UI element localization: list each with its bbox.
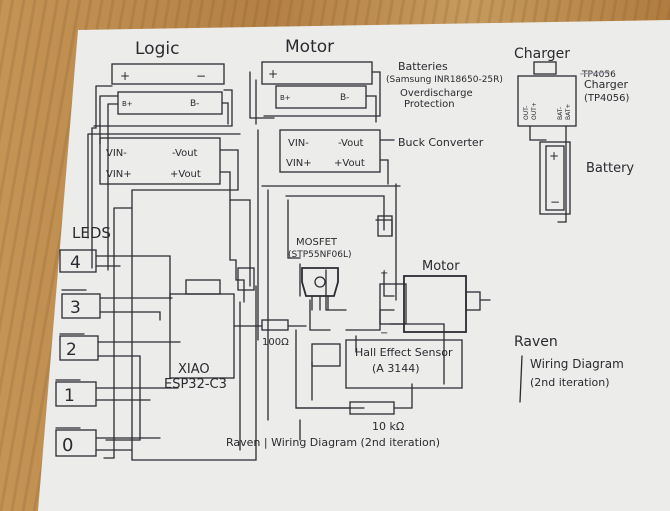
battery-label: Battery: [586, 161, 634, 176]
logic-battery-pack: + − B+ B-: [111, 63, 225, 115]
charger-module: OUT- OUT+ BAT- BAT+: [517, 61, 577, 127]
charger-out-minus: OUT-: [523, 106, 530, 120]
tp4056-strikethrough: TP4056: [581, 70, 616, 80]
motor-buck-converter: VIN- VIN+ -Vout +Vout: [279, 129, 381, 173]
logic-wiring: [87, 85, 251, 461]
raven-subtitle: Wiring Diagram: [530, 357, 624, 371]
logic-vin-minus: VIN-: [106, 148, 127, 159]
led-4-number: 4: [70, 253, 81, 273]
led-1: [55, 381, 97, 407]
mosfet-component: MOSFET (STP55NF06L): [288, 237, 352, 311]
leds-label: LEDS: [72, 224, 111, 242]
motor-minus: −: [380, 328, 388, 339]
xiao-board: XIAO ESP32-C3: [164, 279, 235, 392]
mosfet-label: MOSFET: [296, 237, 338, 248]
batteries-title: Batteries: [398, 60, 448, 73]
logic-batt-plus: +: [120, 69, 130, 83]
led-3-number: 3: [70, 298, 81, 318]
batteries-protection: Protection: [404, 99, 455, 110]
motor-batt-plus: +: [268, 67, 278, 81]
title-block: Raven Wiring Diagram (2nd iteration): [514, 334, 624, 403]
logic-label: Logic: [135, 39, 179, 59]
led-4: [59, 249, 97, 273]
xiao-label: XIAO: [178, 362, 210, 377]
capacitor-xiao: [237, 267, 255, 291]
raven-title: Raven: [514, 334, 558, 350]
capacitor-motor: [377, 215, 393, 237]
motor-vin-plus: VIN+: [286, 158, 312, 169]
motor-vin-minus: VIN-: [288, 138, 309, 149]
strike-line: [579, 71, 611, 75]
xiao-model-label: ESP32-C3: [164, 377, 227, 392]
logic-batt-bminus: B-: [190, 99, 199, 109]
led-0: [55, 429, 97, 457]
hall-effect-sensor: Hall Effect Sensor (A 3144): [311, 339, 463, 389]
battery-plus: +: [549, 149, 559, 163]
motor-wiring: [249, 71, 445, 421]
logic-batt-bplus: B+: [122, 100, 133, 108]
led-2: [59, 335, 99, 361]
motor-battery-pack: + B+ B-: [261, 61, 373, 109]
charger-bat-plus: BAT+: [565, 104, 572, 120]
batteries-overdischarge: Overdischarge: [400, 88, 473, 99]
charger-right-label: Charger: [584, 78, 628, 91]
motor-vout-plus: +Vout: [334, 158, 365, 169]
charger-label: Charger: [514, 46, 570, 62]
motor-batt-bplus: B+: [280, 94, 291, 102]
battery-minus: −: [550, 195, 560, 209]
charger-right-model: (TP4056): [584, 93, 629, 104]
led-1-number: 1: [64, 386, 75, 406]
raven-iteration: (2nd iteration): [530, 376, 610, 389]
motor-top-label: Motor: [285, 37, 334, 57]
resistor-10k-label: 10 kΩ: [372, 420, 404, 433]
charger-bat-minus: BAT-: [557, 107, 564, 120]
logic-batt-minus: −: [196, 69, 206, 83]
led-3: [61, 293, 101, 319]
batteries-note: Batteries (Samsung INR18650-25R) Overdis…: [386, 60, 503, 110]
motor-vout-minus: -Vout: [338, 138, 364, 149]
charger-out-plus: OUT+: [531, 102, 538, 120]
mosfet-model: (STP55NF06L): [288, 250, 352, 260]
motor-mid-label: Motor: [422, 259, 460, 274]
resistor-100-ohm: 100Ω: [233, 319, 307, 348]
single-battery-cell: + −: [529, 125, 571, 223]
led-wiring: [55, 255, 181, 451]
paper-sheet: [38, 20, 670, 511]
ground-wires: [103, 285, 301, 461]
batteries-model: (Samsung INR18650-25R): [386, 75, 503, 85]
motor-batt-bminus: B-: [340, 93, 349, 103]
logic-vout-minus: -Vout: [172, 148, 198, 159]
resistor-100-label: 100Ω: [262, 337, 289, 348]
hall-model: (A 3144): [372, 362, 420, 375]
faded-title-text: Raven | Wiring Diagram (2nd iteration): [226, 436, 440, 449]
buck-converter-label: Buck Converter: [398, 136, 484, 149]
led-array: 4 3 2 1 0: [55, 249, 101, 457]
logic-buck-converter: VIN- VIN+ -Vout +Vout: [99, 137, 221, 185]
logic-vin-plus: VIN+: [106, 169, 132, 180]
dc-motor: + −: [379, 268, 491, 339]
logic-vout-plus: +Vout: [170, 169, 201, 180]
led-2-number: 2: [66, 340, 77, 360]
motor-plus: +: [380, 268, 388, 279]
led-0-number: 0: [62, 435, 73, 456]
hall-label: Hall Effect Sensor: [355, 346, 453, 359]
resistor-10k: 10 kΩ: [295, 383, 413, 433]
